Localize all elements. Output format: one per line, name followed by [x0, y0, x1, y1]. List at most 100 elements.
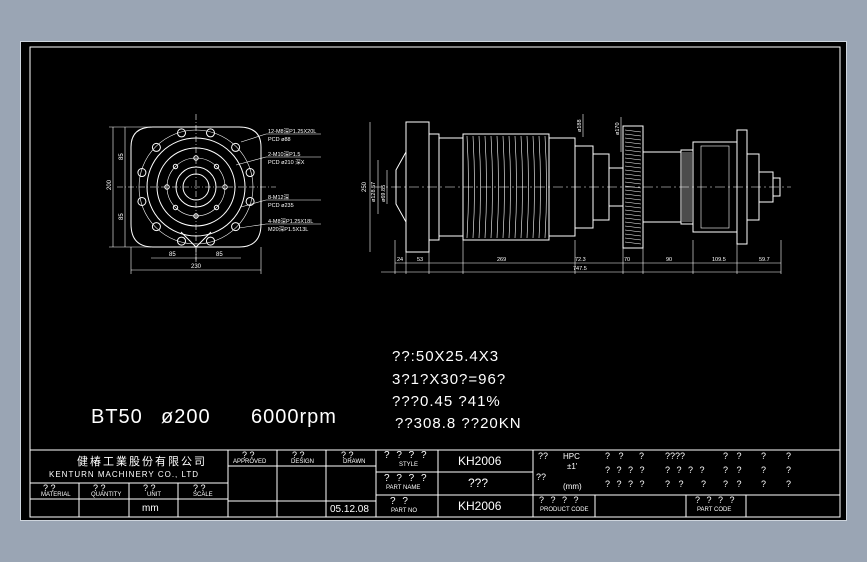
note-line-2: 3?1?X30?=96? — [392, 371, 507, 388]
bolt-hole — [137, 168, 147, 178]
pcd-hole — [213, 204, 220, 211]
tol-q1: ?? — [538, 451, 549, 461]
tooth — [624, 157, 642, 161]
tooth — [624, 221, 642, 225]
part-name-q: ? ? ? ? — [384, 473, 429, 484]
spec-model: BT50 — [91, 406, 143, 428]
side-dim-2: 53 — [417, 257, 423, 263]
sheet-border — [29, 46, 841, 518]
material-q: ? ? — [43, 483, 56, 493]
part-name-value: ??? — [468, 476, 489, 490]
fin — [520, 135, 523, 239]
drawing-viewport[interactable]: 12-M8深P1.25X20L PCD ø88 2-M10深P1.5 PCD ø… — [20, 41, 847, 521]
side-dim-overall: 747.5 — [573, 266, 587, 272]
tooth — [624, 201, 642, 205]
grid-r2-a: ? ? ? ? — [605, 465, 647, 475]
tooth — [624, 133, 642, 137]
callout-3: 2-M10深P1.5 — [268, 150, 300, 158]
cad-drawing: 12-M8深P1.25X20L PCD ø88 2-M10深P1.5 PCD ø… — [29, 46, 841, 518]
bolt-hole — [205, 128, 215, 138]
note-line-4: ??308.8 ??20KN — [395, 415, 522, 432]
side-dim-3: 269 — [497, 257, 506, 263]
fin — [544, 135, 547, 239]
grid-r1-f: ? — [786, 451, 792, 461]
approved-q: ? ? — [242, 450, 255, 460]
grid-r1-d: ? ? — [723, 451, 745, 461]
tooth — [624, 189, 642, 193]
grid-r3-b: ? ? — [665, 479, 687, 489]
tooth — [624, 145, 642, 149]
bolt-hole — [205, 236, 215, 246]
pcd-hole — [193, 155, 199, 161]
grid-r3-f: ? — [786, 479, 792, 489]
grid-r3-d: ? ? — [723, 479, 745, 489]
part-no-label: PART NO — [391, 508, 418, 514]
fin — [502, 135, 505, 239]
callout-7: 4-M8深P1.25X18L — [268, 217, 313, 225]
flange-outline — [130, 126, 262, 248]
fin — [526, 135, 529, 239]
callout-6: PCD ø235 — [268, 203, 294, 209]
bolt-hole — [137, 196, 147, 206]
grid-r1-c: ???? — [665, 451, 686, 461]
side-view: 250 ø128.57 ø69.85 ø188 ø170 24 53 269 7… — [362, 114, 791, 274]
tooth — [624, 193, 642, 197]
grid-r1-b: ? — [639, 451, 645, 461]
company-en: KENTURN MACHINERY CO., LTD — [49, 470, 200, 479]
bolt-hole — [231, 222, 241, 232]
grid-r3-c: ? — [701, 479, 707, 489]
tooth — [624, 209, 642, 213]
part-no-value: KH2006 — [458, 499, 502, 513]
tooth — [624, 177, 642, 181]
grid-r3-a: ? ? ? ? — [605, 479, 647, 489]
tooth — [624, 237, 642, 241]
cooling-fins — [466, 135, 547, 239]
dim-ticks — [394, 240, 782, 274]
pcd-hole — [172, 163, 179, 170]
design-q: ? ? — [292, 450, 305, 460]
grid-r2-c: ? ? — [723, 465, 745, 475]
bolt-hole — [245, 196, 255, 206]
bolt-hole — [245, 168, 255, 178]
fin — [472, 135, 475, 239]
side-dim-7: 109.5 — [712, 257, 726, 263]
fin — [478, 135, 481, 239]
tooth — [624, 205, 642, 209]
bolt-hole — [177, 236, 187, 246]
tooth — [624, 241, 642, 245]
unit-label: UNIT — [147, 492, 161, 498]
grid-r1-a: ? ? — [605, 451, 627, 461]
callout-2: PCD ø88 — [268, 137, 291, 143]
tooth — [624, 129, 642, 133]
fin — [514, 135, 517, 239]
fin — [532, 135, 535, 239]
outer-bolt-holes — [137, 128, 255, 246]
coupling-teeth — [682, 152, 692, 222]
mm-label: (mm) — [563, 482, 582, 491]
side-dim-1: 24 — [397, 257, 403, 263]
tooth — [624, 149, 642, 153]
bolt-hole — [151, 142, 161, 152]
pcd-hole — [222, 184, 228, 190]
tooth — [624, 185, 642, 189]
part-code-label: PART CODE — [697, 507, 732, 513]
side-dim-dia-a: ø128.57 — [371, 182, 377, 202]
tooth — [624, 169, 642, 173]
dim-height: 200 — [107, 179, 113, 190]
part-no-q: ? ? — [390, 496, 410, 507]
grid-r2-e: ? — [786, 465, 792, 475]
dim-half-upper: 85 — [119, 153, 125, 160]
tooth — [624, 225, 642, 229]
bolt-hole — [177, 128, 187, 138]
dim-half-lower: 85 — [119, 213, 125, 220]
drawn-label: DRAWN — [343, 459, 366, 465]
tooth — [624, 233, 642, 237]
fin — [466, 135, 469, 239]
side-dim-4: 72.3 — [575, 257, 586, 263]
spec-diameter: ø200 — [161, 406, 211, 428]
style-value: KH2006 — [458, 454, 502, 468]
tooth — [624, 181, 642, 185]
pcd-hole — [213, 163, 220, 170]
tooth — [624, 137, 642, 141]
tooth — [624, 197, 642, 201]
